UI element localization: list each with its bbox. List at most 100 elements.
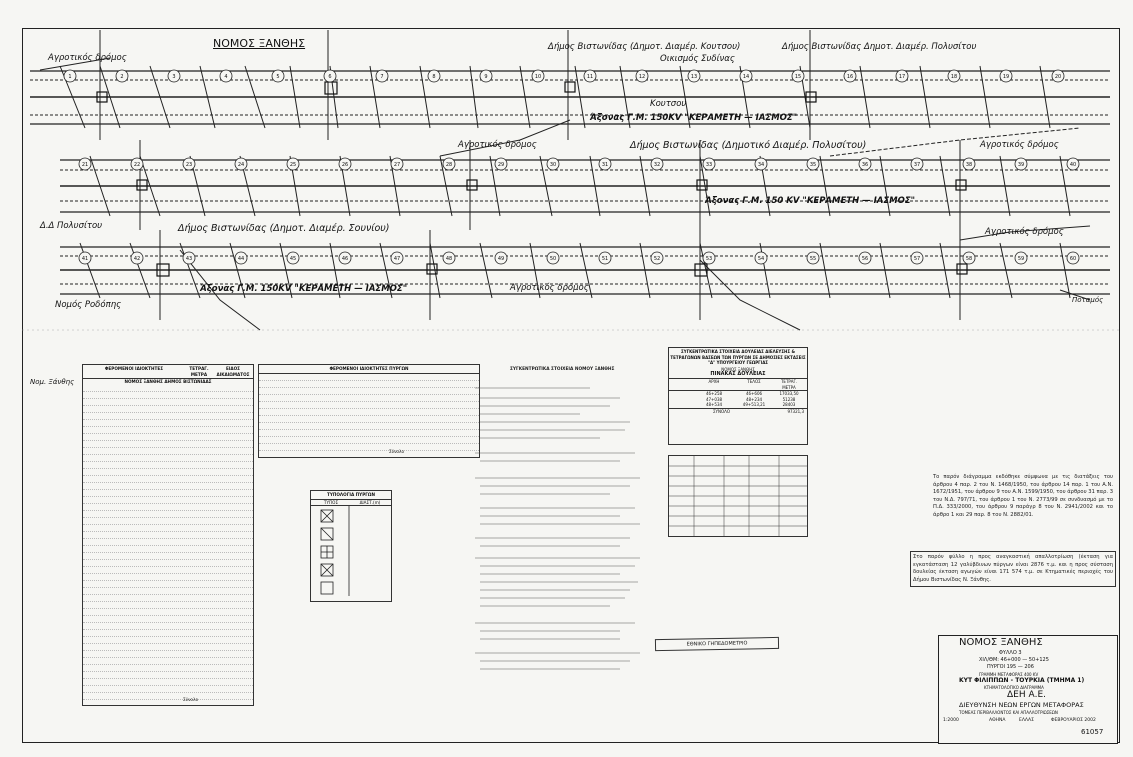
- tb-company: ΔΕΗ Α.Ε.: [1007, 690, 1047, 700]
- tb-country: ΕΛΛΑΣ: [1019, 718, 1034, 723]
- strip1-axis-label: Άξονας Γ.Μ. 150KV "ΚΕΡΑΜΕΤΗ — ΙΑΣΜΟΣ": [590, 113, 798, 123]
- owners-row: [83, 406, 253, 413]
- parcel-number: 33: [706, 162, 712, 168]
- parcel-number: 25: [290, 162, 296, 168]
- parcel-circle: [598, 157, 612, 171]
- parcel-number: 3: [172, 74, 175, 80]
- servitude-cell: [669, 402, 694, 408]
- tower-owners-row: [259, 395, 479, 402]
- servitude-cell: 51238: [782, 396, 796, 402]
- owners-row: [83, 539, 253, 546]
- parcel-number: 45: [290, 256, 296, 262]
- parcel-number: 31: [602, 162, 608, 168]
- parcel-number: 28: [446, 162, 452, 168]
- owners-row: [83, 448, 253, 455]
- parcel-number: 51: [602, 256, 608, 262]
- parcel-number: 38: [966, 162, 972, 168]
- parcel-number: 32: [654, 162, 660, 168]
- parcel-number: 50: [550, 256, 556, 262]
- owners-table: ΦΕΡΟΜΕΝΟΙ ΙΔΙΟΚΤΗΤΕΣ ΤΕΤΡΑΓ. ΜΕΤΡΑ ΕΙΔΟΣ…: [82, 364, 254, 706]
- parcel-number: 58: [966, 256, 972, 262]
- tower-types-col1: ΤΥΠΟΣ: [323, 499, 339, 505]
- tb-towers: ΠΥΡΓΟΙ 195 — 206: [987, 664, 1034, 670]
- parcel-circle: [494, 157, 508, 171]
- tower-owners-header: ΦΕΡΟΜΕΝΟΙ ΙΔΙΟΚΤΗΤΕΣ ΠΥΡΓΩΝ: [259, 365, 479, 374]
- parcel-circle: [546, 157, 560, 171]
- strip2-axis-label: Άξονας Γ.Μ. 150 KV "ΚΕΡΑΜΕΤΗ — ΙΑΣΜΟΣ": [705, 196, 916, 206]
- owners-row: [83, 399, 253, 406]
- municipality-label-2: Δήμος Βιστωνίδας Δημοτ. Διαμέρ. Πολυσίτο…: [782, 42, 977, 52]
- owners-row: [83, 651, 253, 658]
- tower-owners-total-label: Σύνολο: [389, 449, 405, 455]
- owners-row: [83, 511, 253, 518]
- owners-row: [83, 595, 253, 602]
- strip3-left-label: Δ.Δ Πολυσίτου: [40, 221, 103, 231]
- servitude-cell: 46+258: [705, 391, 723, 397]
- tower-servitude-grid: [669, 456, 807, 536]
- owners-row: [83, 504, 253, 511]
- tower-owners-row: [259, 444, 479, 451]
- parcel-circle: [806, 157, 820, 171]
- parcel-number: 41: [82, 256, 88, 262]
- owners-row: [83, 700, 253, 705]
- owners-row: [83, 532, 253, 539]
- parcel-number: 8: [432, 74, 435, 80]
- owners-row: [83, 588, 253, 595]
- parcel-circle: [427, 69, 441, 83]
- parcel-number: 36: [862, 162, 868, 168]
- parcel-circle: [115, 69, 129, 83]
- parcel-number: 48: [446, 256, 452, 262]
- owners-row: [83, 623, 253, 630]
- owners-row: [83, 518, 253, 525]
- tower-owners-rows: [259, 374, 479, 457]
- tb-sheet: ΦΥΛΛΟ 3: [999, 650, 1022, 656]
- parcel-circle: [531, 69, 545, 83]
- servitude-table: ΣΥΓΚΕΝΤΡΩΤΙΚΑ ΣΤΟΙΧΕΙΑ ΔΟΥΛΕΙΑΣ ΔΙΕΛΕΥΣΗ…: [668, 347, 808, 445]
- owners-row: [83, 686, 253, 693]
- parcel-circle: [375, 69, 389, 83]
- owners-row: [83, 574, 253, 581]
- tower-owners-row: [259, 409, 479, 416]
- tb-project-3: ΚΤΗΜΑΤΟΛΟΓΙΚΟ ΔΙΑΓΡΑΜΜΑ: [984, 685, 1044, 690]
- road-label-4: Αγροτικός δρόμος: [510, 283, 589, 293]
- parcel-number: 27: [394, 162, 400, 168]
- tower-owners-row: [259, 402, 479, 409]
- servitude-col-end: ΤΕΛΟΣ: [747, 378, 761, 384]
- owners-row: [83, 672, 253, 679]
- parcel-number: 2: [120, 74, 123, 80]
- parcel-number: 43: [186, 256, 192, 262]
- parcel-circle: [1066, 251, 1080, 265]
- servitude-total: 97321,3: [787, 408, 804, 414]
- owners-row: [83, 644, 253, 651]
- parcel-circle: [182, 251, 196, 265]
- parcel-number: 4: [224, 74, 227, 80]
- municipality-label-1: Δήμος Βιστωνίδας (Δημοτ. Διαμέρ. Κουτσου…: [548, 42, 741, 52]
- parcel-circle: [442, 157, 456, 171]
- parcel-number: 23: [186, 162, 192, 168]
- owners-col-name: ΦΕΡΟΜΕΝΟΙ ΙΔΙΟΚΤΗΤΕΣ: [104, 366, 164, 371]
- parcel-number: 40: [1070, 162, 1076, 168]
- parcel-circle: [479, 69, 493, 83]
- tower-owners-row: [259, 437, 479, 444]
- servitude-cell: 17033,50: [779, 391, 799, 397]
- servitude-cell: 28403: [782, 402, 796, 408]
- tower-type-symbols: [320, 506, 350, 597]
- tower-owners-row: [259, 416, 479, 423]
- parcel-number: 17: [899, 74, 905, 80]
- owners-row: [83, 665, 253, 672]
- servitude-col-start: ΑΡΧΗ: [708, 378, 720, 384]
- servitude-cell: 46+606: [745, 391, 763, 397]
- parcel-number: 1: [68, 74, 71, 80]
- tower-servitude-table: [668, 455, 808, 537]
- parcel-circle: [635, 69, 649, 83]
- owners-row: [83, 476, 253, 483]
- parcel-circle: [999, 69, 1013, 83]
- parcel-circle: [702, 157, 716, 171]
- parcel-number: 55: [810, 256, 816, 262]
- parcel-number: 6: [328, 74, 331, 80]
- parcel-circle: [546, 251, 560, 265]
- parcel-circle: [754, 251, 768, 265]
- river-label: Ποταμός: [1072, 296, 1104, 304]
